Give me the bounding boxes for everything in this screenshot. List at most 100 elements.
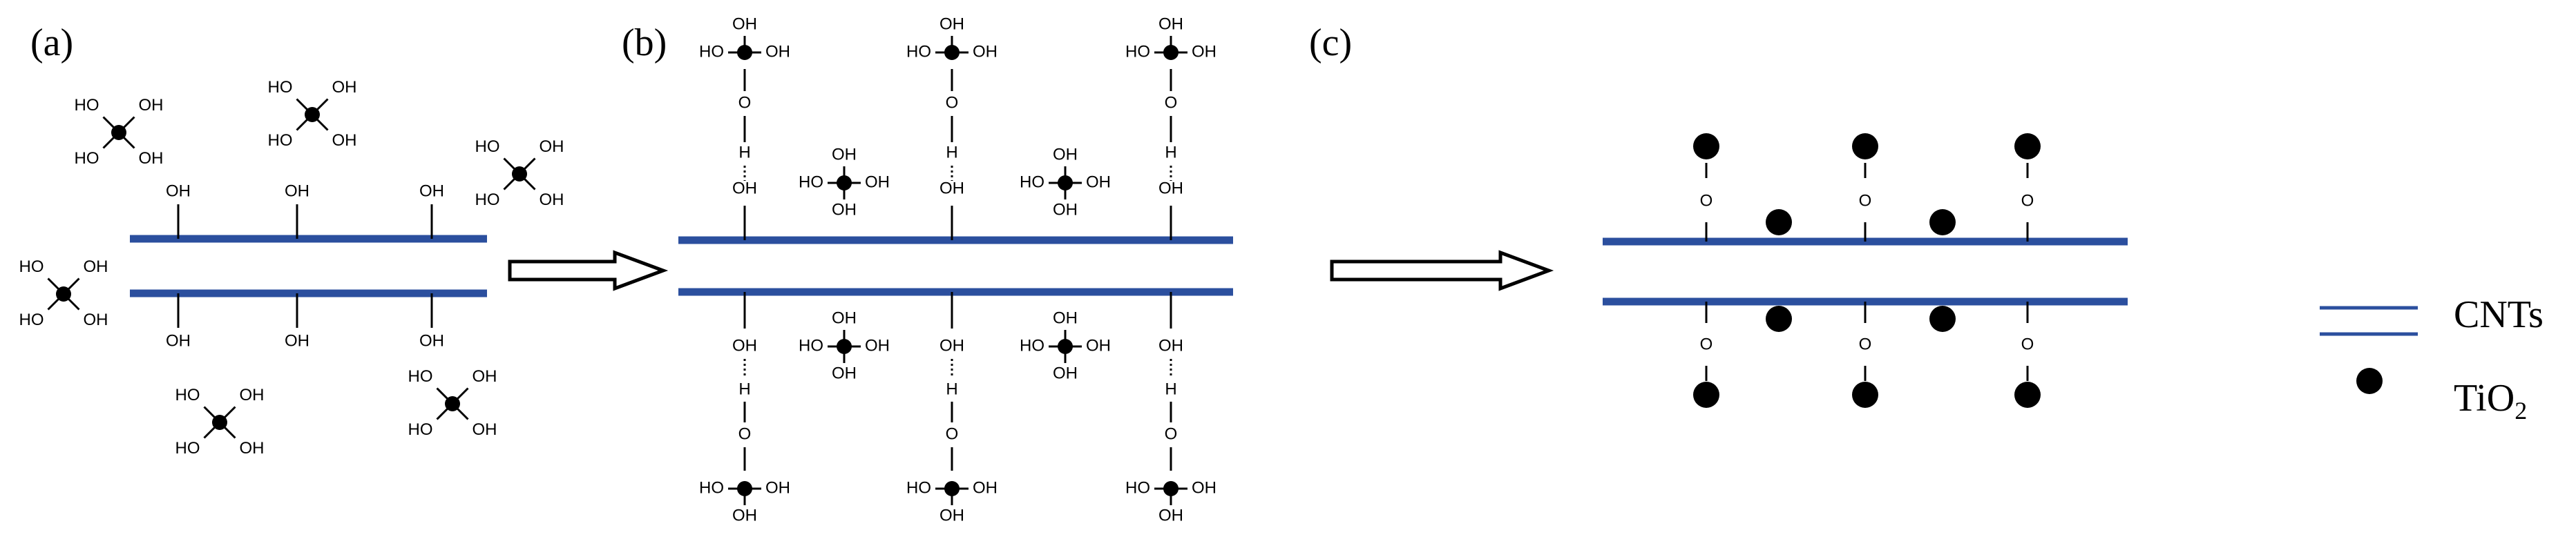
oh-label: OH	[939, 14, 964, 33]
oh-label: OH	[1192, 478, 1217, 497]
oh-label: OH	[1053, 145, 1078, 164]
panel-label-c: (c)	[1309, 21, 1352, 64]
oh-label: OH	[765, 478, 790, 497]
h-label: H	[1165, 143, 1176, 162]
ho-label: HO	[1125, 42, 1150, 61]
ho-label: HO	[475, 137, 500, 156]
tioh4-b-top-0: OH HO OH	[699, 14, 790, 61]
oh-label: OH	[865, 173, 890, 191]
ho-label: HO	[1020, 336, 1044, 355]
oh-label: OH	[1086, 336, 1111, 355]
cnt-layer	[130, 235, 2128, 306]
tio2-particle-adsorbed-top	[1766, 209, 1792, 235]
ti-atom	[737, 481, 752, 496]
cnt-oh-top-2: OH	[419, 182, 444, 200]
h-label: H	[946, 143, 957, 162]
o-c-bottom-0: O	[1700, 335, 1713, 353]
cnt-oh-b-top-2: OH	[1158, 179, 1183, 197]
tio2-particle-top	[1693, 133, 1719, 159]
ho-label: HO	[19, 257, 44, 276]
ho-label: HO	[699, 42, 724, 61]
o-label: O	[1165, 424, 1178, 443]
ho-label: HO	[699, 478, 724, 497]
tioh4-b-mid-top-1: OH OH HO OH	[1020, 145, 1111, 219]
h-label: H	[738, 143, 750, 162]
ti-atom	[737, 45, 752, 60]
ho-label: HO	[906, 42, 931, 61]
ti-atom	[212, 415, 227, 430]
oh-label: OH	[865, 336, 890, 355]
panel-label-b: (b)	[622, 21, 667, 64]
ho-label: HO	[268, 131, 293, 150]
o-c-top-1: O	[1859, 191, 1872, 210]
oh-label: OH	[939, 506, 964, 525]
cnt-oh-top-1: OH	[285, 182, 309, 200]
ho-label: HO	[268, 78, 293, 97]
ho-label: HO	[19, 311, 44, 329]
cnt-oh-b-top-1: OH	[939, 179, 964, 197]
o-label: O	[946, 93, 959, 112]
legend: CNTs TiO2	[2320, 293, 2544, 424]
oh-label: OH	[973, 42, 998, 61]
ho-label: HO	[408, 420, 433, 439]
ti-atom	[1163, 45, 1179, 60]
legend-cnts-label: CNTs	[2454, 293, 2544, 336]
arrow-layer	[508, 250, 1554, 291]
oh-label: OH	[473, 367, 497, 386]
o-label: O	[738, 424, 752, 443]
tioh4-b-bottom-0: OH HO OH	[699, 478, 790, 525]
oh-label: OH	[240, 439, 265, 458]
ti-atom	[305, 107, 320, 122]
ho-label: HO	[175, 386, 200, 404]
oh-label: OH	[540, 137, 564, 156]
tio2-particle-bottom	[2014, 382, 2041, 408]
oh-label: OH	[1086, 173, 1111, 191]
oh-label: OH	[732, 506, 757, 525]
h-label: H	[738, 380, 750, 398]
tio2-particle-bottom	[1852, 382, 1878, 408]
o-label: O	[738, 93, 752, 112]
oh-label: OH	[332, 78, 357, 97]
h-label: H	[946, 380, 957, 398]
o-label: O	[946, 424, 959, 443]
o-c-bottom-2: O	[2021, 335, 2034, 353]
oh-label: OH	[332, 131, 357, 150]
oh-label: OH	[732, 14, 757, 33]
ti-atom	[1058, 339, 1073, 354]
oh-label: OH	[139, 96, 164, 115]
ti-atom	[56, 286, 71, 302]
oh-label: OH	[765, 42, 790, 61]
cnt-b	[678, 236, 1233, 296]
oh-label: OH	[1192, 42, 1217, 61]
tioh4-b-top-1: OH HO OH	[906, 14, 998, 61]
oh-label: OH	[832, 309, 857, 327]
ti-atom	[837, 175, 852, 190]
o-label: O	[1165, 93, 1178, 112]
oh-label: OH	[139, 149, 164, 168]
oh-label: OH	[1053, 200, 1078, 219]
oh-label: OH	[84, 311, 108, 329]
cnt-oh-b-top-0: OH	[732, 179, 757, 197]
ti-atom	[837, 339, 852, 354]
ho-label: HO	[475, 190, 500, 209]
oh-label: OH	[1158, 506, 1183, 525]
oh-label: OH	[240, 386, 265, 404]
arrow-a-to-b	[508, 250, 669, 291]
o-c-bottom-1: O	[1859, 335, 1872, 353]
tio2-particle-adsorbed-bottom	[1929, 306, 1956, 332]
cnt-oh-b-bottom-0: OH	[732, 336, 757, 355]
tio2-particle-bottom	[1693, 382, 1719, 408]
ho-label: HO	[1020, 173, 1044, 191]
oh-label: OH	[832, 200, 857, 219]
oh-label: OH	[973, 478, 998, 497]
ti-atom	[445, 396, 460, 411]
ho-label: HO	[75, 149, 99, 168]
